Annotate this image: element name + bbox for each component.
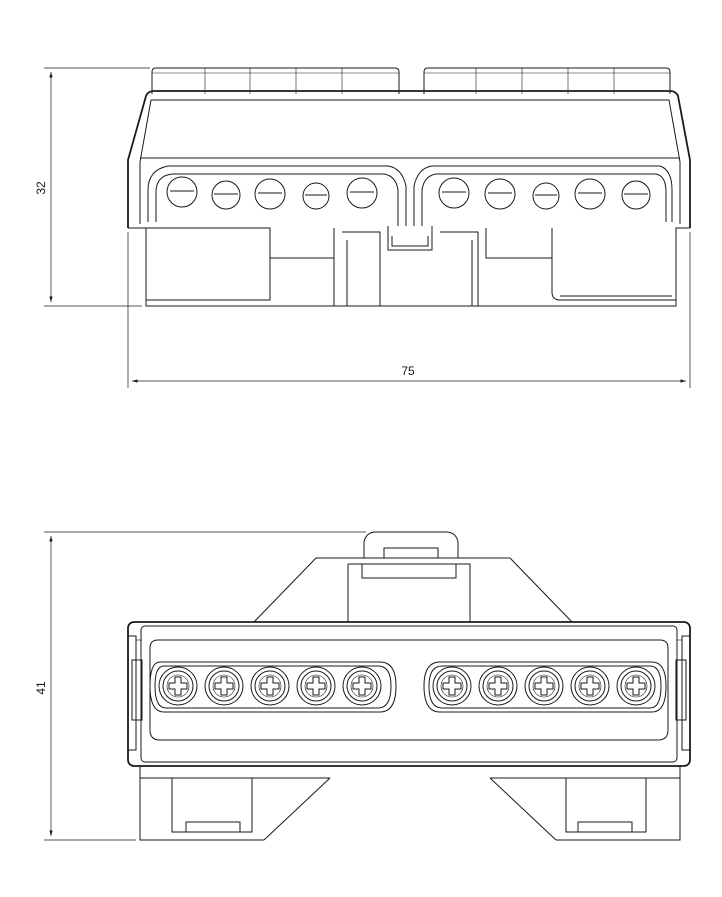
front-cover-body [127,90,691,251]
screw-head-icon [204,666,244,706]
dimension-width: 75 [127,232,691,388]
screw-head-icon [570,666,610,706]
front-base-block [128,227,690,307]
screw-head-icon [432,666,472,706]
din-clip-bottom [139,766,681,841]
screw-head-icon [478,666,518,706]
screw-group-left [149,661,397,713]
height-label: 32 [34,181,48,195]
front-screw-holes [166,176,651,210]
top-view-body [127,621,691,767]
screw-head-icon [524,666,564,706]
screw-head-icon [296,666,336,706]
screw-heads [158,666,656,706]
width-label: 75 [401,364,415,378]
screw-head-icon [250,666,290,706]
top-view: 41 [34,531,691,841]
dimension-height: 32 [34,67,150,307]
screw-head-icon [342,666,382,706]
din-clip-top [253,531,573,623]
top-terminal-caps-right [423,67,671,94]
screw-group-right [423,661,667,713]
dimension-depth: 41 [34,531,366,841]
screw-head-icon [616,666,656,706]
screw-head-icon [158,666,198,706]
depth-label: 41 [34,681,48,695]
front-view: 32 75 [34,67,691,388]
top-terminal-caps-left [151,67,400,94]
